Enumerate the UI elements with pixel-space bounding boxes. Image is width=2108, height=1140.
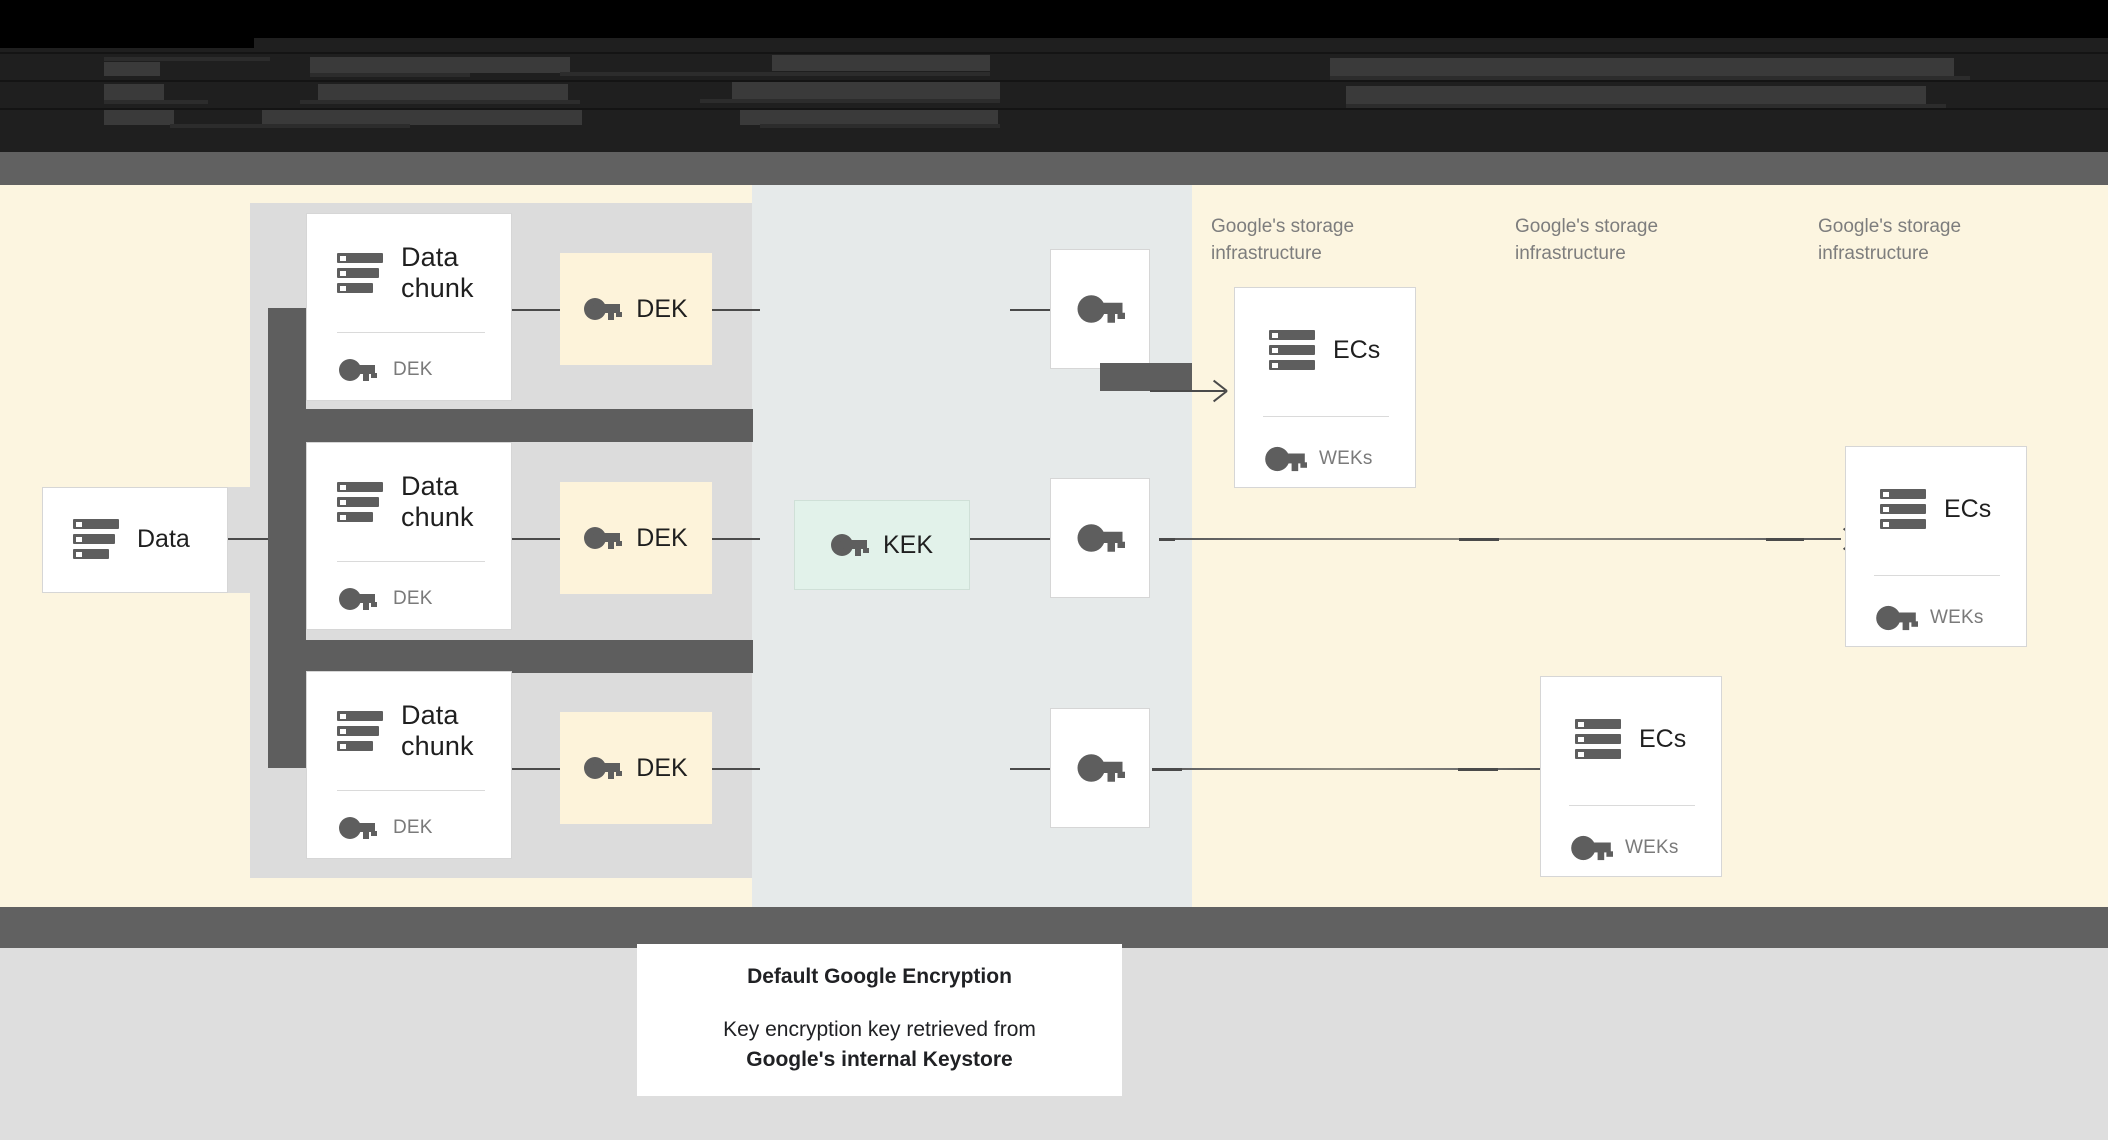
arrow-line-2 xyxy=(1159,538,1841,540)
wrapped-key-box-3[interactable] xyxy=(1050,708,1150,828)
key-icon xyxy=(830,534,869,556)
server-icon xyxy=(337,711,383,752)
upper-grey-band xyxy=(0,152,2108,185)
dek-label-3: DEK xyxy=(636,753,688,782)
key-icon xyxy=(339,588,377,610)
ecs-card-2[interactable]: ECs WEKs xyxy=(1845,446,2027,647)
key-icon xyxy=(1077,295,1125,323)
ecs-card-3[interactable]: ECs WEKs xyxy=(1540,676,1722,877)
line-kek-left-stub xyxy=(736,538,760,540)
server-icon xyxy=(1269,330,1315,370)
kek-box[interactable]: KEK xyxy=(794,500,970,590)
occlusion-bar-arrow1 xyxy=(1100,363,1192,391)
card-divider xyxy=(337,332,485,333)
server-icon xyxy=(337,253,383,294)
chunk-key-label-2: DEK xyxy=(393,588,433,609)
arrow-line-1 xyxy=(1150,390,1225,392)
weks-label-1: WEKs xyxy=(1319,448,1373,469)
data-source-card[interactable]: Data xyxy=(42,487,228,593)
top-black-notch xyxy=(0,38,254,48)
arrow-line-3-seg-b xyxy=(1458,768,1498,771)
data-source-label: Data xyxy=(137,524,190,553)
line-to-wkey2 xyxy=(1010,538,1050,540)
ecs-card-1[interactable]: ECs WEKs xyxy=(1234,287,1416,488)
dek-box-3[interactable]: DEK xyxy=(560,712,712,824)
caption-title: Default Google Encryption xyxy=(747,964,1012,988)
key-icon xyxy=(339,817,377,839)
dek-box-1[interactable]: DEK xyxy=(560,253,712,365)
occlusion-bar-vertical xyxy=(268,308,306,768)
top-black-band xyxy=(0,0,2108,38)
key-icon xyxy=(1876,605,1918,631)
key-icon xyxy=(1077,754,1125,782)
ecs-title-2: ECs xyxy=(1944,494,1992,523)
lower-grey-band xyxy=(0,907,2108,948)
caption-body: Key encryption key retrieved from Google… xyxy=(723,1015,1036,1076)
caption-card: Default Google Encryption Key encryption… xyxy=(637,944,1122,1096)
arrow-line-3-seg-a xyxy=(1152,768,1182,771)
key-icon xyxy=(1265,446,1307,472)
card-divider xyxy=(1874,575,2000,576)
arrow-line-2-seg-b xyxy=(1459,538,1499,541)
key-icon xyxy=(584,757,623,779)
dek-label-2: DEK xyxy=(636,523,688,552)
line-to-wkey1 xyxy=(1010,309,1050,311)
kek-label: KEK xyxy=(882,530,934,559)
line-kek-to-wkey2 xyxy=(968,538,1012,540)
line-chunk1-dek xyxy=(512,309,560,311)
dek-box-2[interactable]: DEK xyxy=(560,482,712,594)
occlusion-bar-row1 xyxy=(268,409,753,442)
wrapped-key-box-2[interactable] xyxy=(1050,478,1150,598)
card-divider xyxy=(337,790,485,791)
caption-body-line1: Key encryption key retrieved from xyxy=(723,1017,1036,1041)
key-icon xyxy=(584,527,623,549)
line-to-wkey3 xyxy=(1010,768,1050,770)
server-icon xyxy=(337,482,383,523)
arrow-line-3 xyxy=(1152,768,1540,770)
arrow-line-2-seg-c xyxy=(1766,538,1804,541)
occlusion-bar-row2 xyxy=(268,640,753,673)
wrapped-key-box-1[interactable] xyxy=(1050,249,1150,369)
key-icon xyxy=(584,298,623,320)
arrow-line-2-seg-a xyxy=(1159,538,1175,541)
caption-body-line2: Google's internal Keystore xyxy=(746,1048,1013,1071)
card-divider xyxy=(1569,805,1695,806)
key-icon xyxy=(1571,835,1613,861)
server-icon xyxy=(1575,719,1621,759)
weks-label-3: WEKs xyxy=(1625,837,1679,858)
line-chunk2-dek xyxy=(512,538,560,540)
chunk-key-label-3: DEK xyxy=(393,817,433,838)
ecs-title-1: ECs xyxy=(1333,335,1381,364)
key-icon xyxy=(339,359,377,381)
server-icon xyxy=(73,519,119,559)
server-icon xyxy=(1880,489,1926,529)
chunk-key-label-1: DEK xyxy=(393,359,433,380)
card-divider xyxy=(1263,416,1389,417)
weks-label-2: WEKs xyxy=(1930,607,1984,628)
line-dek1-out xyxy=(712,309,760,311)
ecs-title-3: ECs xyxy=(1639,724,1687,753)
line-data-to-chunks xyxy=(226,538,272,540)
card-divider xyxy=(337,561,485,562)
line-dek3-out xyxy=(712,768,760,770)
line-chunk3-dek xyxy=(512,768,560,770)
dek-label-1: DEK xyxy=(636,294,688,323)
key-icon xyxy=(1077,524,1125,552)
